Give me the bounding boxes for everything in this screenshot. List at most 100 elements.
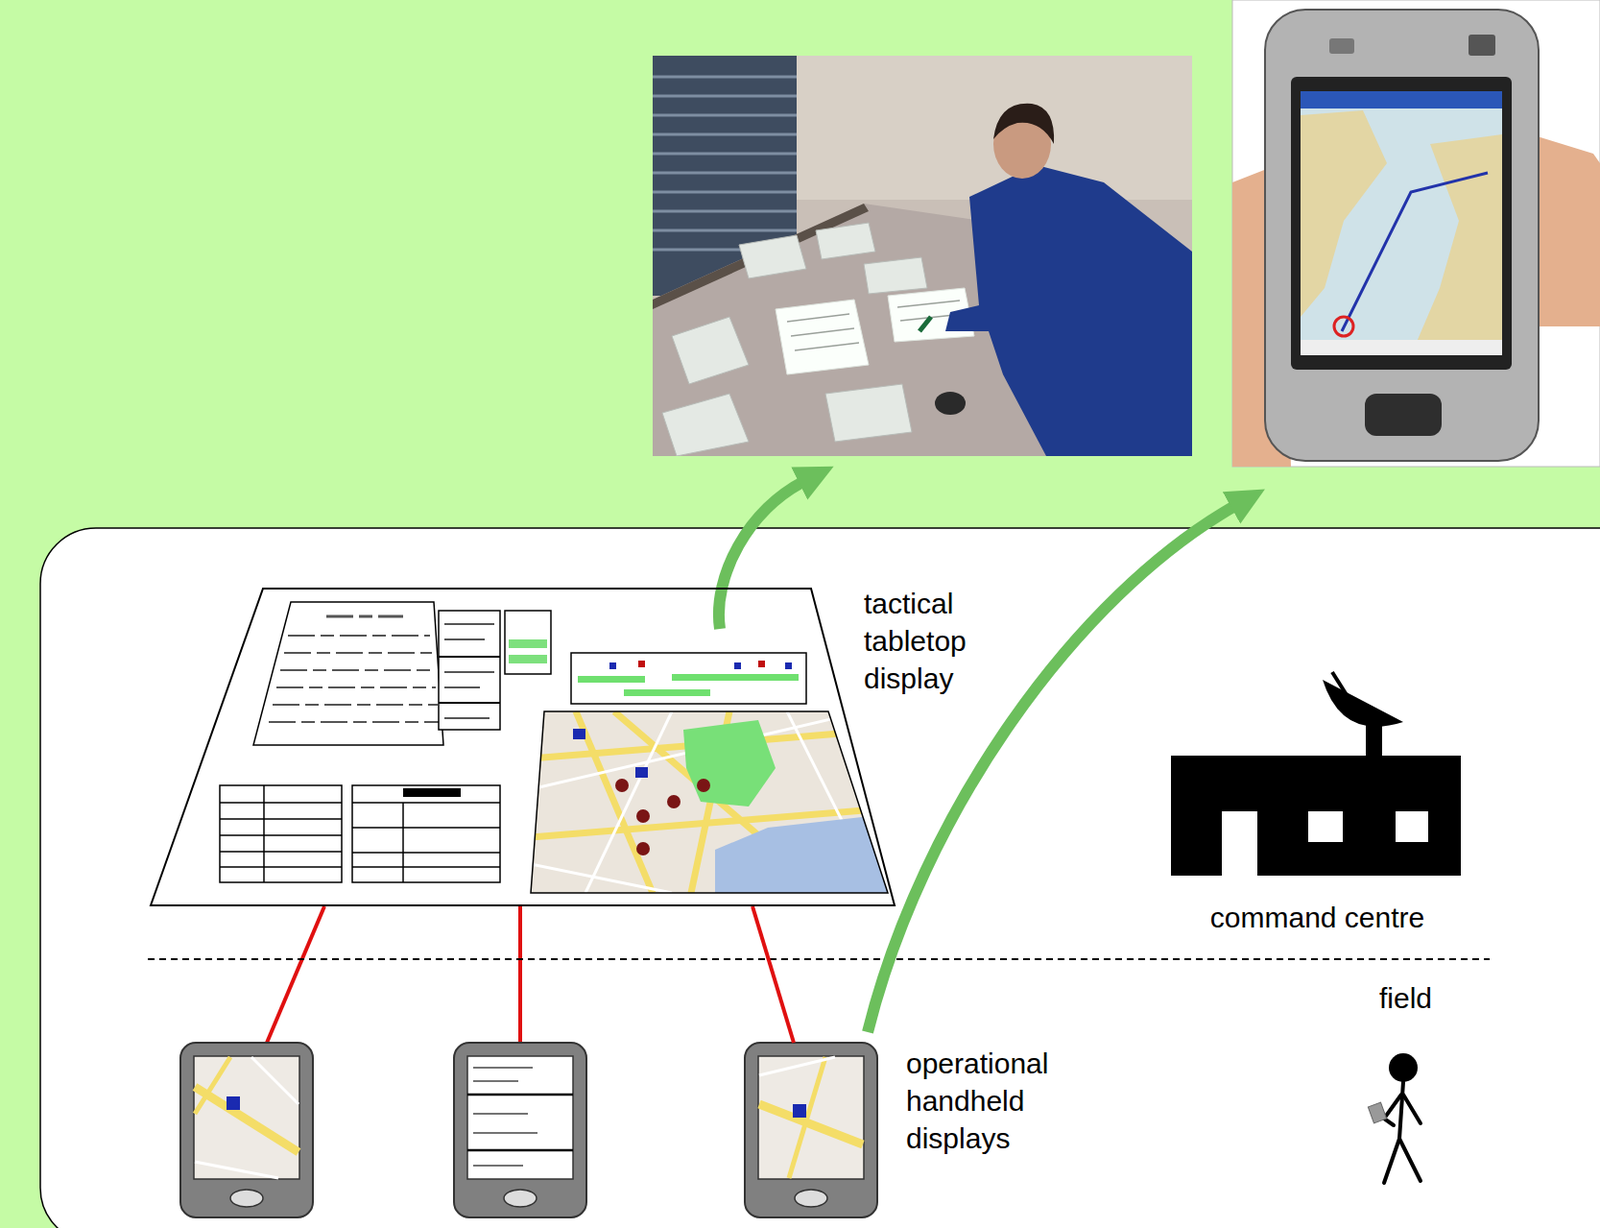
tabletop-surface xyxy=(287,634,430,637)
zoom-arrows xyxy=(718,479,1239,1032)
handheld-devices xyxy=(194,1086,299,1152)
building-icon xyxy=(1170,755,1461,876)
panel xyxy=(40,527,1600,1228)
tabletop-photo xyxy=(787,300,964,351)
handheld-devices xyxy=(230,1189,263,1207)
tabletop-surface xyxy=(635,766,648,778)
tabletop-surface xyxy=(444,670,495,673)
tabletop-surface xyxy=(508,654,548,664)
handheld-photo xyxy=(1265,9,1539,461)
tabletop-surface xyxy=(438,701,501,704)
tabletop-photo xyxy=(775,299,869,375)
tabletop-photo xyxy=(652,210,797,214)
tabletop-photo xyxy=(739,235,807,279)
handheld-devices xyxy=(473,1131,538,1134)
tabletop-surface xyxy=(352,801,501,804)
handheld-devices xyxy=(473,1066,533,1069)
handheld-devices xyxy=(266,906,325,1043)
building-icon xyxy=(1308,811,1343,842)
field-person xyxy=(1399,1138,1421,1181)
zoom-arrows xyxy=(718,479,807,629)
handheld-photo xyxy=(1341,172,1488,332)
tabletop-surface xyxy=(623,689,711,696)
command-centre: command centre xyxy=(1151,663,1491,952)
tabletop-surface xyxy=(636,841,650,856)
handheld-devices xyxy=(467,1148,574,1152)
field-person xyxy=(1367,1101,1386,1123)
tabletop-surface xyxy=(284,651,432,654)
handheld-devices xyxy=(194,1056,231,1114)
tabletop-photo xyxy=(787,313,850,322)
tabletop-photo xyxy=(652,95,797,98)
handheld-devices xyxy=(473,1112,528,1115)
field-person xyxy=(1384,1094,1402,1125)
tabletop-surface xyxy=(253,601,444,745)
tabletop-surface xyxy=(444,716,490,719)
tabletop-surface xyxy=(219,785,342,883)
tabletop-photo xyxy=(652,191,797,194)
handheld-devices xyxy=(180,906,878,1218)
tabletop-surface xyxy=(219,865,342,868)
tabletop-surface xyxy=(352,826,501,829)
tabletop-photo xyxy=(671,316,749,384)
tabletop-photo xyxy=(796,55,1193,200)
tabletop-surface xyxy=(504,610,551,674)
node-label: operational handheld displays xyxy=(906,1044,1079,1157)
link-line xyxy=(752,906,794,1043)
handheld-photo xyxy=(1329,38,1355,54)
field-person xyxy=(1367,1052,1421,1183)
tabletop-photo xyxy=(815,222,876,260)
field-person xyxy=(1399,1081,1404,1139)
tabletop-surface xyxy=(352,851,501,854)
tabletop-photo xyxy=(993,103,1054,144)
handheld-photo xyxy=(1300,339,1503,356)
tabletop-photo xyxy=(652,55,1193,456)
tabletop-surface xyxy=(585,711,672,893)
tabletop-photo xyxy=(652,114,797,118)
tabletop-surface xyxy=(638,660,645,668)
handheld-photo xyxy=(1300,110,1387,317)
building-icon xyxy=(1221,811,1258,876)
building-icon xyxy=(1170,671,1461,876)
handheld-devices xyxy=(467,1055,574,1179)
handheld-devices xyxy=(180,1042,313,1218)
handheld-devices xyxy=(788,1056,826,1178)
zoom-arrows xyxy=(867,503,1239,1032)
tabletop-surface xyxy=(352,785,501,883)
tabletop-surface xyxy=(219,817,342,820)
tabletop-surface xyxy=(150,588,895,907)
tabletop-photo xyxy=(825,383,912,442)
tabletop-surface xyxy=(758,660,765,668)
tabletop-surface xyxy=(530,711,888,893)
node-label: command centre xyxy=(1151,898,1483,936)
handheld-devices xyxy=(467,1067,574,1166)
tabletop-surface xyxy=(438,623,501,718)
field-person xyxy=(1388,1052,1418,1082)
tabletop-surface xyxy=(615,778,629,792)
tabletop-surface xyxy=(444,638,485,641)
tabletop-surface xyxy=(573,728,586,740)
handheld-display: operational handheld displays xyxy=(744,1042,1114,1218)
tabletop-photo xyxy=(662,222,928,456)
tabletop-surface xyxy=(636,809,650,823)
tabletop-surface xyxy=(785,662,792,669)
tabletop-photo xyxy=(775,287,975,375)
tabletop-display: tactical tabletop display xyxy=(143,580,1056,907)
tabletop-photo xyxy=(790,328,855,336)
handheld-photo xyxy=(1300,91,1503,109)
region-label: field xyxy=(1379,979,1433,1017)
tabletop-photo xyxy=(863,257,928,294)
tabletop-surface xyxy=(683,719,776,807)
field-person xyxy=(1403,1094,1421,1123)
tabletop-surface xyxy=(438,610,501,730)
handheld-photo xyxy=(1334,316,1354,336)
tabletop-surface xyxy=(609,662,617,669)
tabletop-surface xyxy=(715,813,888,893)
tabletop-surface xyxy=(571,652,807,704)
tabletop-photo xyxy=(652,55,1193,456)
handheld-devices xyxy=(251,1056,299,1104)
tabletop-surface xyxy=(403,788,461,797)
tabletop-photo xyxy=(794,342,860,351)
